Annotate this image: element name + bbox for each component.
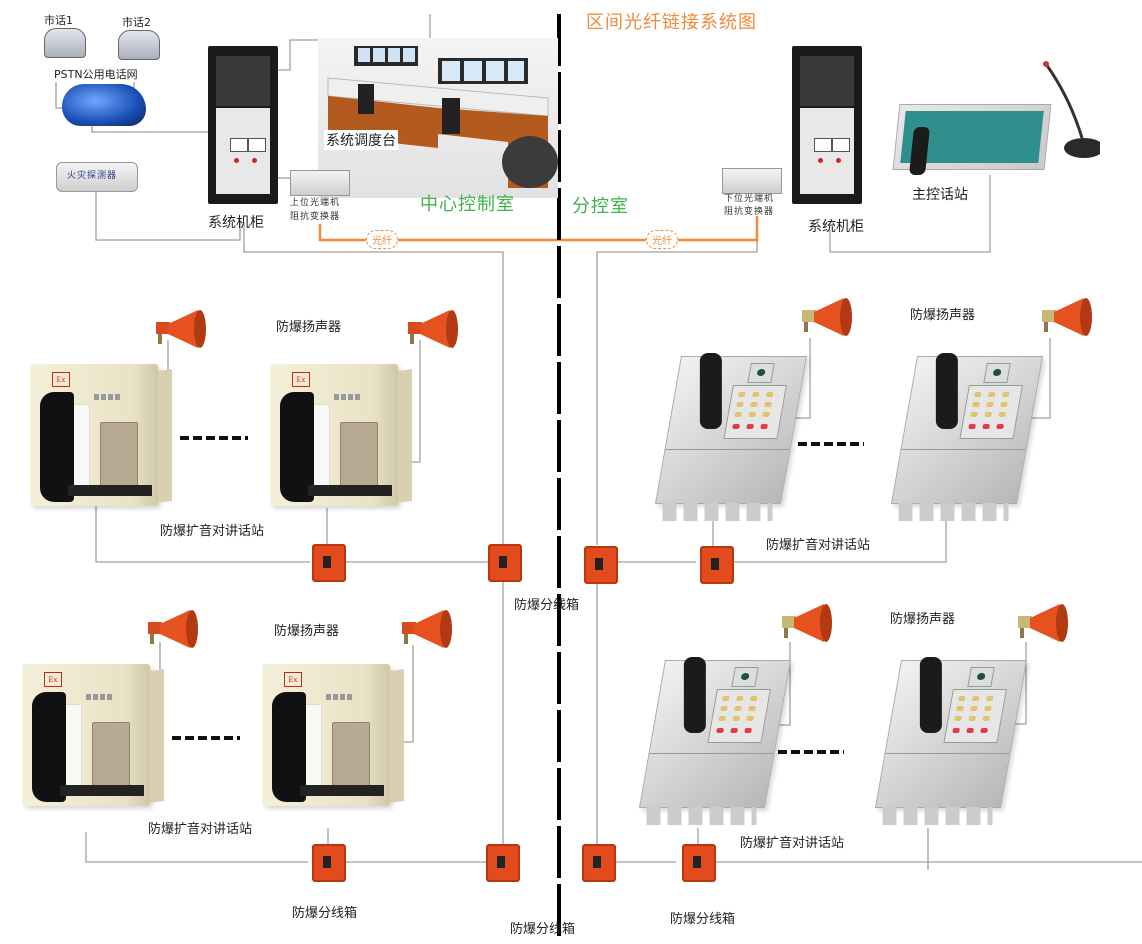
intercom-station-label: 防爆扩音对讲话站: [766, 538, 871, 553]
ex-mark: Ex: [284, 672, 302, 687]
telephone-icon: [118, 30, 160, 60]
pstn-phone2-label: 市话2: [122, 16, 151, 29]
explosion-proof-speaker-icon: [408, 310, 458, 348]
lower-optical-converter: [722, 168, 782, 194]
keypad: [340, 422, 378, 486]
intercom-station-stainless: [654, 353, 808, 521]
explosion-proof-speaker-icon: [156, 310, 206, 348]
speaker-label: 防爆扬声器: [910, 308, 976, 323]
ellipsis-dashes: [778, 750, 844, 754]
junction-box: [306, 844, 352, 882]
wire-center-trunk: [243, 222, 504, 545]
fiber-link: [318, 216, 759, 242]
intercom-station-stainless: [890, 353, 1044, 521]
intercom-station-stainless: [874, 657, 1028, 825]
intercom-station-cream: Ex: [22, 664, 164, 806]
ex-mark: Ex: [52, 372, 70, 387]
keypad: [943, 689, 1007, 743]
fire-detector-label: 火灾探测器: [67, 171, 118, 181]
intercom-station-cream: Ex: [30, 364, 172, 506]
master-station-label: 主控话站: [912, 187, 968, 203]
intercom-station-label: 防爆扩音对讲话站: [160, 524, 265, 539]
upper-optical-converter: [290, 170, 350, 196]
dispatch-console-image: [318, 38, 558, 198]
junction-box: [576, 844, 622, 882]
diagram-title: 区间光纤链接系统图: [586, 12, 757, 33]
junction-box: [578, 546, 624, 584]
intercom-station-label: 防爆扩音对讲话站: [740, 836, 845, 851]
wire-ur-speaker2: [1024, 338, 1051, 419]
wire-ur-row-2: [728, 520, 947, 563]
junction-box: [676, 844, 722, 882]
telephone-icon: [44, 28, 86, 58]
ellipsis-dashes: [180, 436, 248, 440]
cloud-network-icon: [62, 84, 146, 126]
pstn-phone1-label: 市话1: [44, 14, 73, 27]
junction-box: [306, 544, 352, 582]
branch-cabinet-label: 系统机柜: [808, 219, 864, 235]
ellipsis-dashes: [172, 736, 240, 740]
junction-box: [694, 546, 740, 584]
explosion-proof-speaker-icon: [402, 610, 452, 648]
branch-control-room-label: 分控室: [572, 196, 629, 217]
junction-box: [480, 844, 526, 882]
wire-cabinet-console: [276, 39, 336, 71]
master-control-station: [892, 104, 1052, 175]
lower-converter-label-1: 下位光端机: [724, 194, 775, 204]
wire-master-branch: [829, 175, 991, 253]
wire-ul-row: [95, 500, 310, 563]
wire-detector-cabinet: [95, 188, 241, 241]
junction-box: [482, 544, 528, 582]
lower-converter-label-2: 阻抗变换器: [724, 207, 775, 217]
center-control-room-label: 中心控制室: [420, 194, 515, 215]
fiber-tag-right: 光纤: [646, 230, 678, 249]
speaker-label: 防爆扬声器: [274, 624, 340, 639]
upper-converter-label-2: 阻抗变换器: [290, 212, 341, 222]
microphone-icon: [1043, 61, 1100, 158]
explosion-proof-speaker-icon: [782, 604, 832, 642]
branch-system-cabinet: [792, 46, 862, 204]
intercom-station-stainless: [638, 657, 792, 825]
ellipsis-dashes: [798, 442, 864, 446]
fiber-tag-left: 光纤: [366, 230, 398, 249]
keypad: [723, 385, 787, 439]
ex-mark: Ex: [292, 372, 310, 387]
explosion-proof-speaker-icon: [802, 298, 852, 336]
zone-divider: [557, 14, 561, 940]
center-system-cabinet: [208, 46, 278, 204]
keypad: [332, 722, 370, 786]
ex-mark: Ex: [44, 672, 62, 687]
dispatch-console-label: 系统调度台: [324, 130, 398, 150]
intercom-station-cream: Ex: [270, 364, 412, 506]
fire-detector: 火灾探测器: [56, 162, 138, 192]
intercom-station-label: 防爆扩音对讲话站: [148, 822, 253, 837]
junction-box-label: 防爆分线箱: [292, 906, 358, 921]
junction-box-label: 防爆分线箱: [514, 598, 580, 613]
keypad: [707, 689, 771, 743]
keypad: [959, 385, 1023, 439]
explosion-proof-speaker-icon: [148, 610, 198, 648]
pstn-network-label: PSTN公用电话网: [54, 68, 138, 81]
junction-box-label: 防爆分线箱: [670, 912, 736, 927]
keypad: [100, 422, 138, 486]
explosion-proof-speaker-icon: [1018, 604, 1068, 642]
center-cabinet-label: 系统机柜: [208, 215, 264, 231]
intercom-station-cream: Ex: [262, 664, 404, 806]
wire-ll-row: [85, 832, 308, 863]
explosion-proof-speaker-icon: [1042, 298, 1092, 336]
speaker-label: 防爆扬声器: [890, 612, 956, 627]
upper-converter-label-1: 上位光端机: [290, 198, 341, 208]
speaker-label: 防爆扬声器: [276, 320, 342, 335]
keypad: [92, 722, 130, 786]
junction-box-label: 防爆分线箱: [510, 922, 576, 937]
